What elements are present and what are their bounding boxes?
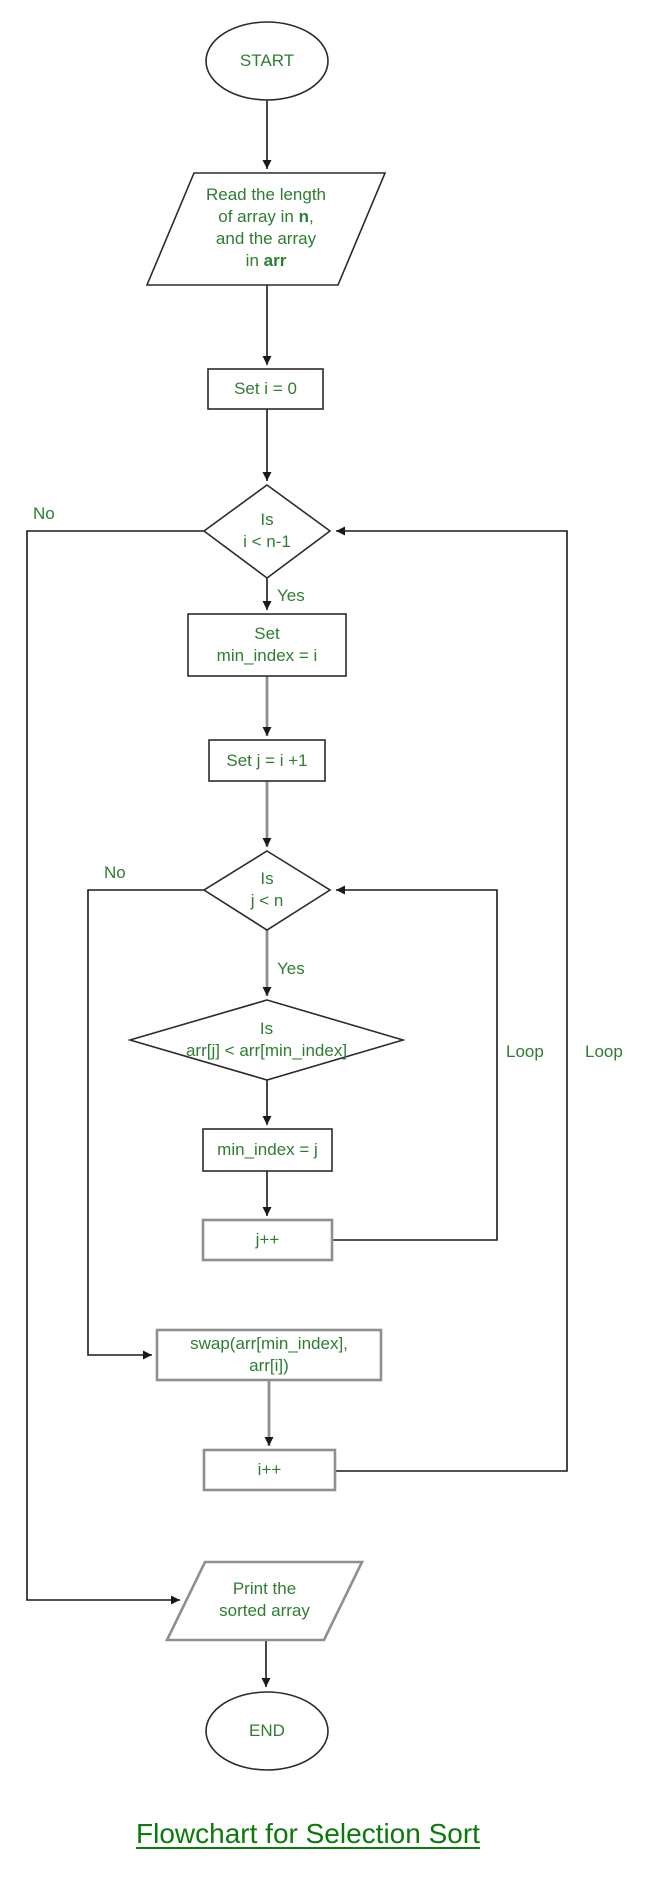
print-output-label: Print the sorted array [219, 1579, 310, 1620]
assign-min-label: min_index = j [217, 1140, 318, 1159]
set-i-box [207, 368, 324, 410]
start-label: START [239, 51, 295, 70]
cond-j-diamond [202, 850, 332, 931]
i-increment-label: i++ [257, 1460, 282, 1479]
cond-arr-label: Is arr[j] < arr[min_index] [185, 1019, 348, 1060]
set-min-index-box [187, 613, 347, 677]
swap-box [155, 1328, 383, 1382]
cond-i-diamond [202, 484, 332, 579]
flowchart-caption-link[interactable]: Flowchart for Selection Sort [136, 1818, 480, 1849]
edge-inner-loop [332, 885, 498, 1241]
edge-label-outer-yes: Yes [277, 586, 305, 605]
end-label: END [249, 1721, 285, 1740]
edge-label-outer-loop: Loop [585, 1042, 623, 1061]
swap-label: swap(arr[min_index], arr[i]) [190, 1334, 348, 1375]
cond-arr-diamond [127, 999, 406, 1081]
set-i-label: Set i = 0 [234, 379, 297, 398]
i-increment-box [202, 1448, 337, 1492]
read-input-label: Read the length of array in n, and the a… [205, 185, 327, 270]
cond-i-label: Is i < n-1 [243, 510, 291, 551]
read-input-parallelogram [145, 172, 387, 286]
edge-condj-no [87, 889, 204, 1360]
edge-label-inner-yes: Yes [277, 959, 305, 978]
edge-label-inner-no: No [104, 863, 126, 882]
assign-min-box [202, 1128, 333, 1172]
j-increment-label: j++ [255, 1230, 280, 1249]
end-terminator [205, 1691, 329, 1771]
set-min-index-label: Set min_index = i [216, 624, 318, 665]
edge-outer-loop [335, 526, 568, 1472]
edge-condi-no [26, 530, 204, 1605]
j-increment-box [201, 1218, 334, 1262]
edge-label-inner-loop: Loop [506, 1042, 544, 1061]
edge-label-outer-no: No [33, 504, 55, 523]
print-output-parallelogram [164, 1560, 365, 1642]
set-j-label: Set j = i +1 [226, 751, 308, 770]
set-j-box [208, 739, 326, 782]
start-terminator [205, 21, 329, 101]
cond-j-label: Is j < n [250, 869, 284, 910]
